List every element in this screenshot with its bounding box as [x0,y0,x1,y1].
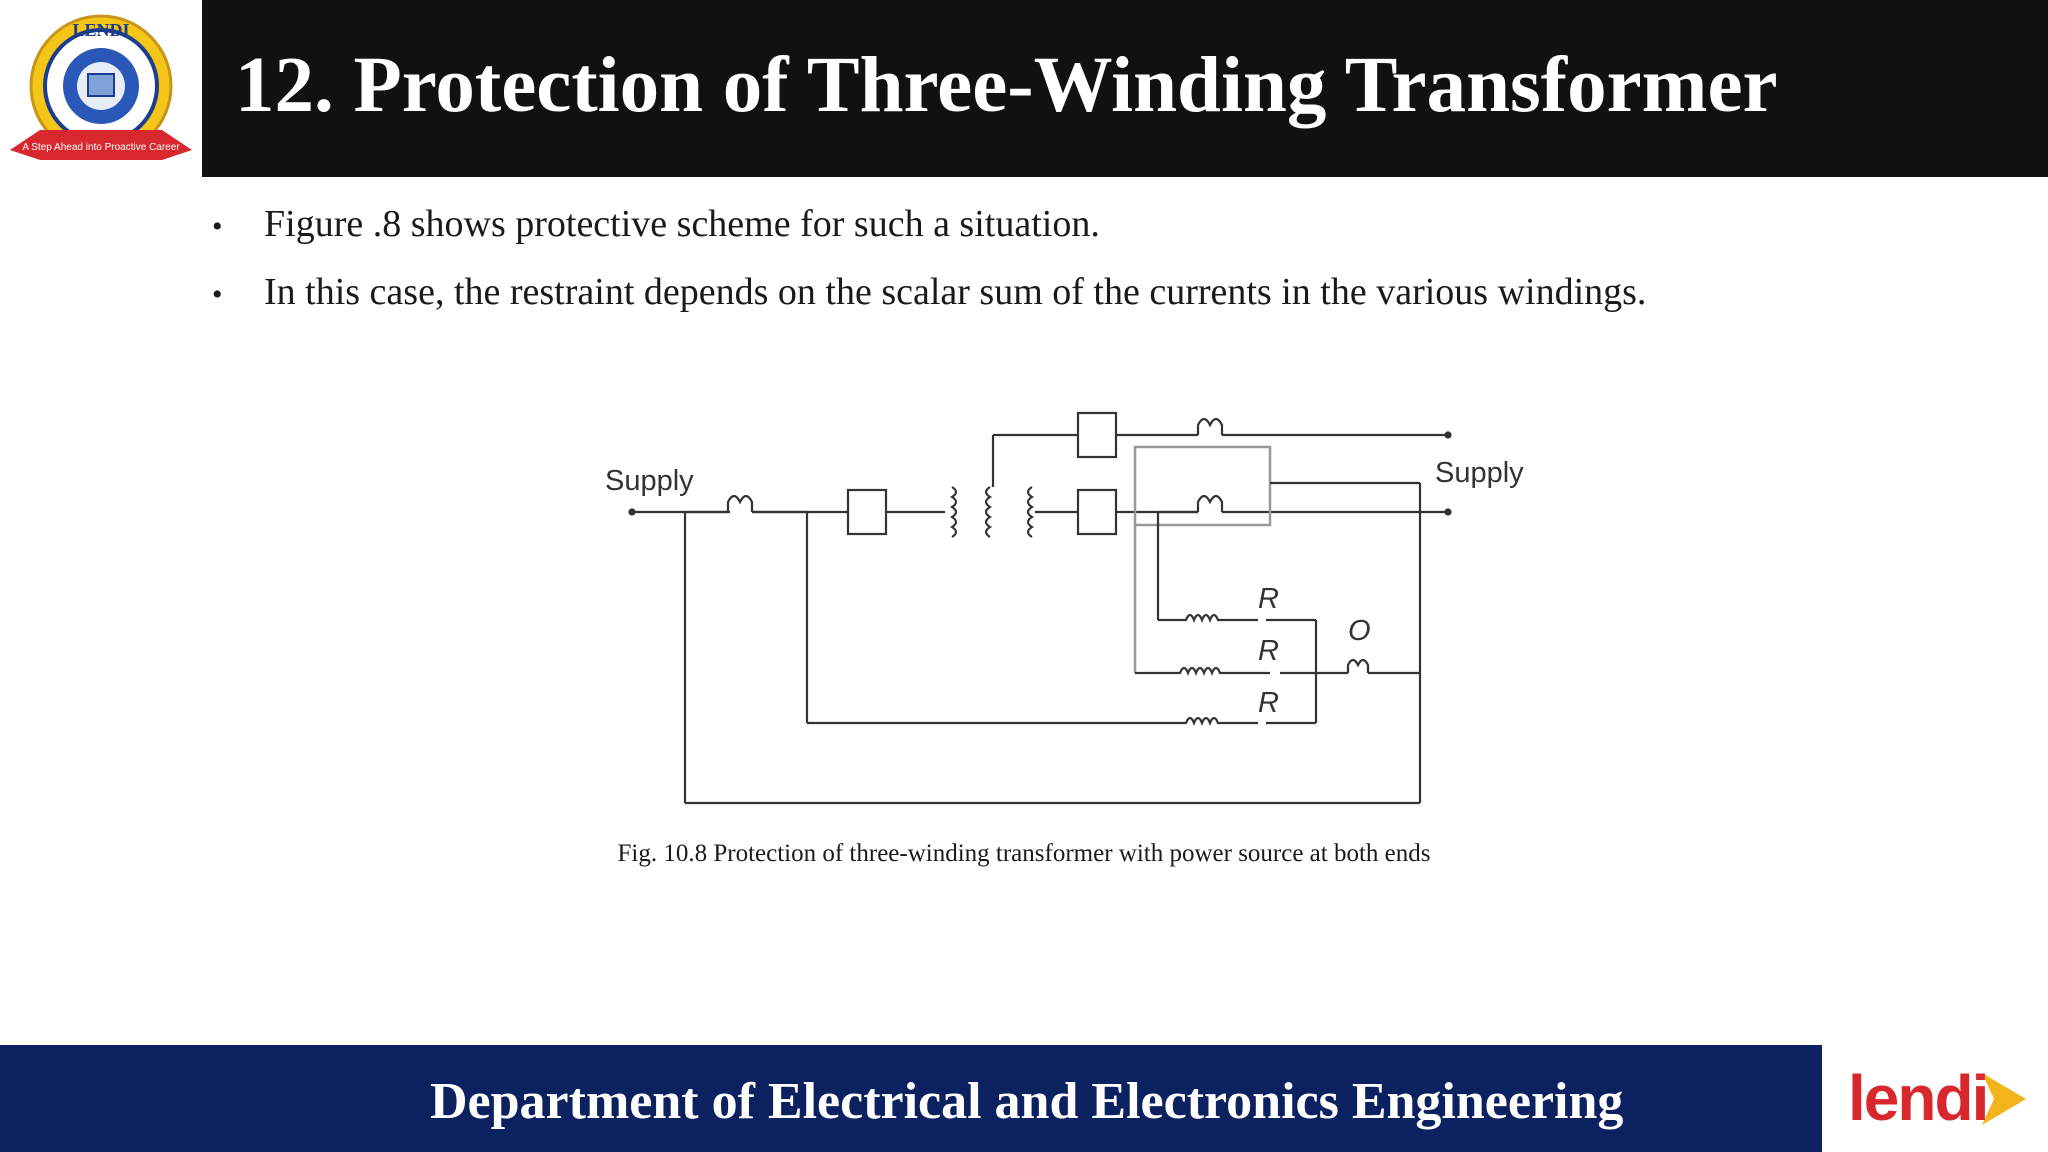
bullet-text: Figure .8 shows protective scheme for su… [264,203,1100,245]
breaker-right [1076,488,1118,536]
lendi-logo-text: lendi [1848,1062,1989,1134]
bullet-dot-icon: • [212,210,223,243]
breaker-top [1076,411,1118,459]
ct-left [726,494,754,512]
bullet-text: In this case, the restraint depends on t… [264,271,1647,313]
circuit-diagram: Supply Supply R R R O [580,395,1540,825]
arrow-icon [1982,1073,2026,1125]
bullet-item: • In this case, the restraint depends on … [212,268,1646,319]
bullet-dot-icon: • [212,278,223,311]
supply-left-label: Supply [605,465,694,497]
restraint-label-1: R [1258,583,1279,615]
supply-right-label: Supply [1435,457,1524,489]
logo-top-text: LENDI [72,20,129,40]
figure-caption: Fig. 10.8 Protection of three-winding tr… [0,840,2048,868]
breaker-left [846,488,888,536]
department-name: Department of Electrical and Electronics… [430,1073,1624,1130]
operating-label: O [1348,615,1371,647]
figure-caption-text: Fig. 10.8 Protection of three-winding tr… [617,840,1431,867]
bullet-item: • Figure .8 shows protective scheme for s… [212,200,1100,251]
transformer-windings [949,486,1035,538]
logo-ribbon-text: A Step Ahead into Proactive Career [22,142,180,153]
institute-logo: A Step Ahead into Proactive Career LENDI [0,0,202,177]
lendi-logo [1822,1045,2048,1152]
restraint-label-2: R [1258,635,1279,667]
operating-coil [1346,658,1370,673]
page-title: 12. Protection of Three-Winding Transfor… [235,42,1778,129]
restraint-label-3: R [1258,687,1279,719]
title-bar [202,0,2048,177]
footer-bar [0,1045,1822,1152]
